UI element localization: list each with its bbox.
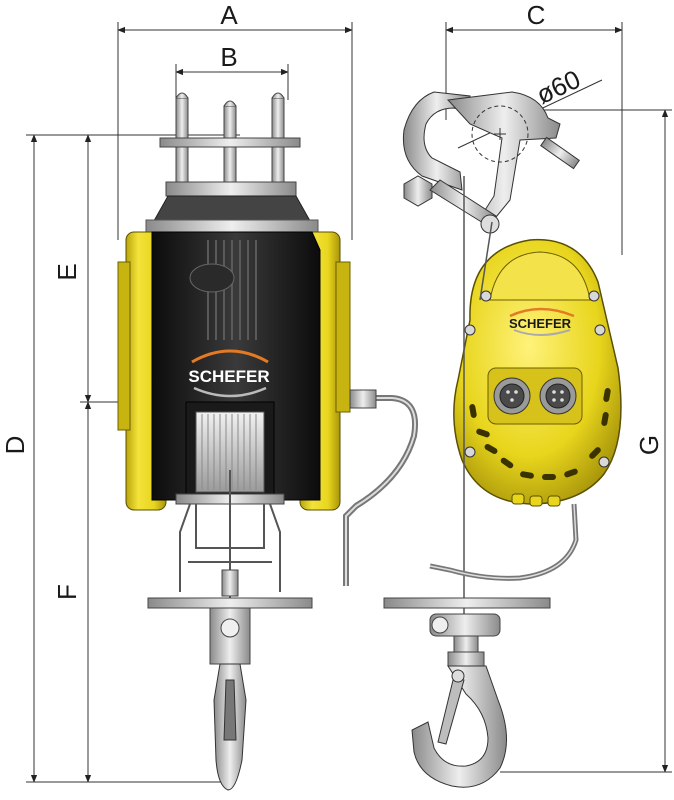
hook-block-bolt xyxy=(220,618,240,638)
left-motor-fins xyxy=(117,261,131,431)
dim-label-g: G xyxy=(634,435,664,455)
suspension-bracket xyxy=(159,92,301,197)
clamp-arm xyxy=(446,91,561,223)
dim-label-diameter: ø60 xyxy=(532,64,585,110)
side-buffer-plate xyxy=(383,597,551,609)
clamp-link xyxy=(429,179,497,227)
hook-safety-latch xyxy=(437,675,465,745)
side-vent-slots xyxy=(469,388,611,480)
front-logo: SCHEFER xyxy=(188,349,270,398)
dim-label-b: B xyxy=(220,42,237,72)
rope-windings xyxy=(201,414,257,490)
front-buffer-plate xyxy=(147,597,313,609)
dim-label-f: F xyxy=(52,584,82,600)
power-cable xyxy=(343,395,418,586)
suspension-hook xyxy=(402,91,471,191)
hex-nut xyxy=(403,175,433,207)
bottom-lugs xyxy=(511,493,561,507)
bar-section-circle xyxy=(471,105,529,163)
front-logo-text: SCHEFER xyxy=(188,367,269,386)
cable-gland xyxy=(349,389,377,409)
dimension-lines xyxy=(26,22,672,783)
front-view-hoist: SCHEFER xyxy=(117,92,418,791)
dim-label-d: D xyxy=(0,436,30,455)
side-top-cap xyxy=(489,251,591,301)
side-view-hoist: SCHEFER xyxy=(383,91,622,788)
housing-screws xyxy=(464,290,610,468)
clamp-pin xyxy=(540,136,580,170)
side-logo-text: SCHEFER xyxy=(509,316,572,331)
front-plate-oval xyxy=(189,263,235,293)
dim-label-c: C xyxy=(527,0,546,30)
dim-label-e: E xyxy=(52,263,82,280)
dim-label-a: A xyxy=(220,0,238,30)
right-motor-cap xyxy=(335,261,351,413)
side-hook xyxy=(411,665,508,788)
